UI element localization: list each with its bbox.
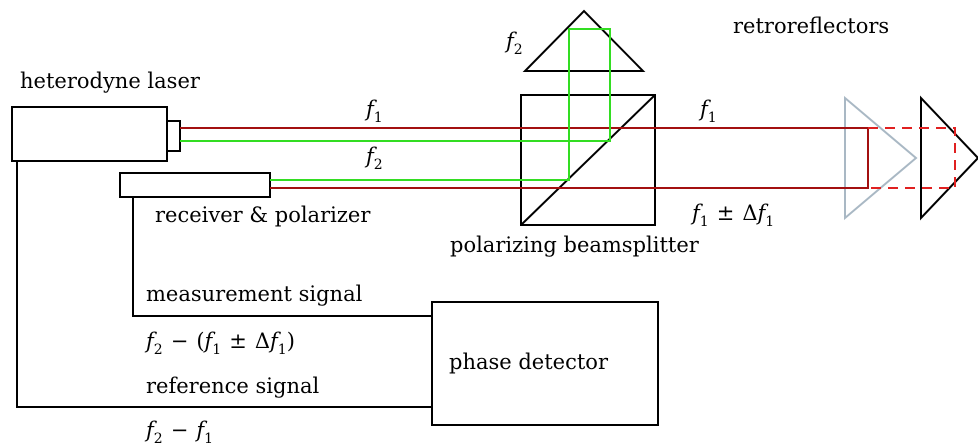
- measurement-signal-label: measurement signal: [146, 282, 363, 306]
- retroreflectors-label: retroreflectors: [733, 14, 889, 38]
- reference-signal-label: reference signal: [146, 374, 320, 398]
- f2-top-label: f2: [504, 29, 523, 58]
- beamsplitter-cube: [520, 94, 656, 226]
- receiver-polarizer-box: [119, 172, 271, 198]
- retroreflector-moving: [920, 95, 978, 221]
- beamsplitter-diagonal: [520, 94, 656, 226]
- top-retroreflector: [522, 9, 646, 72]
- phase-detector-label: phase detector: [449, 350, 609, 374]
- beam-f1: [180, 127, 869, 189]
- f1-pm-delta-label: f1±Δf1: [690, 201, 774, 230]
- heterodyne-laser-label: heterodyne laser: [20, 69, 201, 93]
- laser-output-port: [166, 120, 181, 152]
- retroreflector-ghost: [844, 95, 918, 221]
- beam-f2: [180, 28, 611, 181]
- f1-beam-label: f1: [364, 97, 383, 126]
- beam-dashed-shift: [868, 127, 956, 189]
- laser-body: [11, 106, 168, 162]
- f2-beam-label: f2: [364, 144, 383, 173]
- polarizing-beamsplitter-label: polarizing beamsplitter: [450, 233, 700, 257]
- measurement-signal-line: [132, 197, 432, 317]
- reference-signal-line: [16, 161, 432, 408]
- receiver-polarizer-label: receiver & polarizer: [155, 203, 371, 227]
- f1-right-label: f1: [698, 97, 717, 126]
- measurement-formula-label: f2−(f1±Δf1): [144, 329, 295, 358]
- reference-formula-label: f2−f1: [144, 418, 213, 447]
- phase-detector-box: [431, 301, 659, 426]
